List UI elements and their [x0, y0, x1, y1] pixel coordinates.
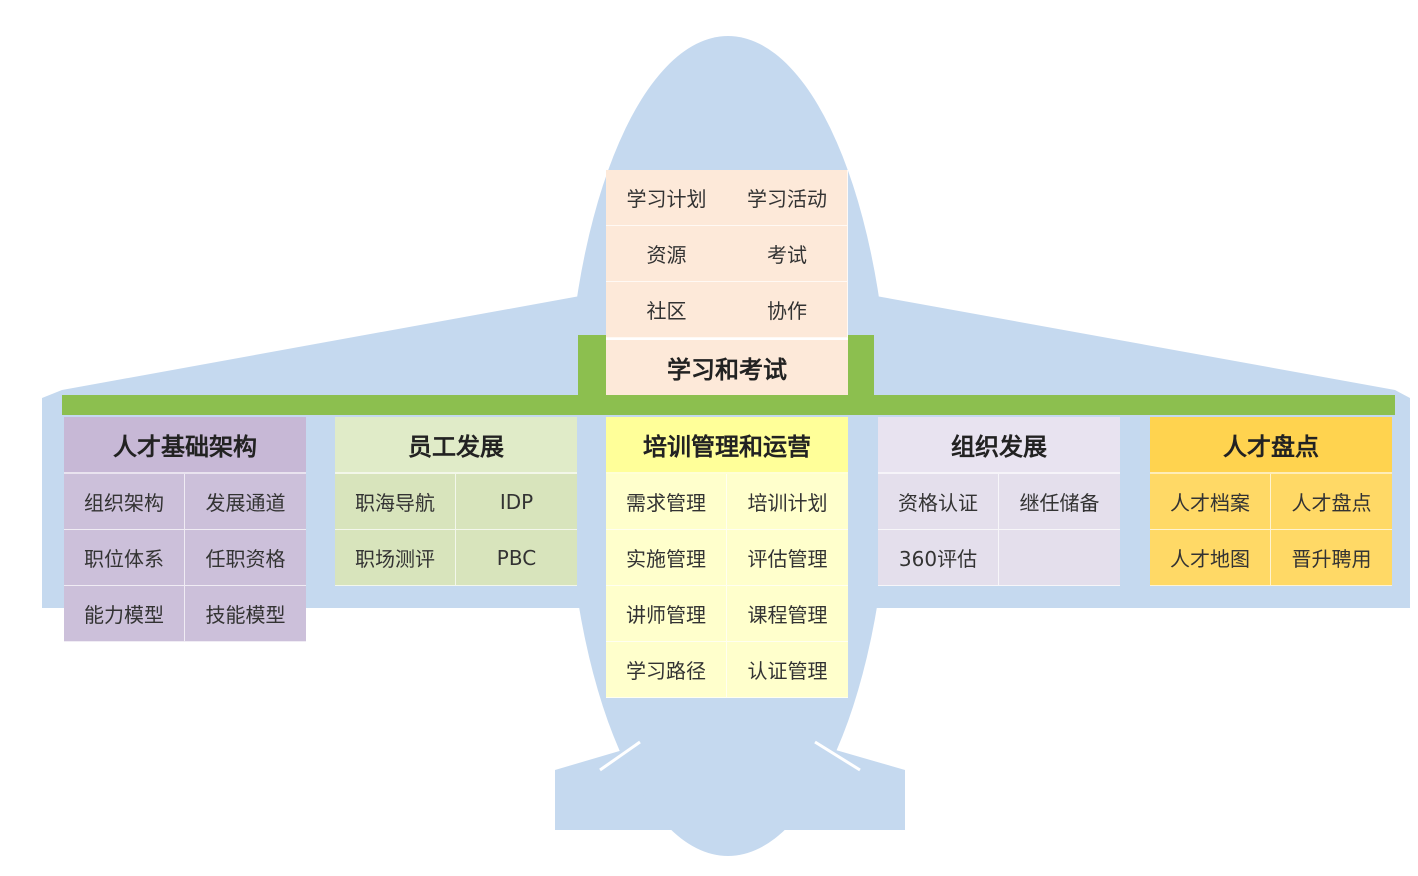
item-exam[interactable]: 考试	[727, 226, 848, 282]
list-item[interactable]: 学习路径	[606, 642, 727, 698]
list-item[interactable]: 任职资格	[185, 530, 306, 586]
item-learning-plan[interactable]: 学习计划	[606, 170, 727, 226]
list-item[interactable]: 实施管理	[606, 530, 727, 586]
panel-talent-review: 人才盘点 人才档案 人才盘点 人才地图 晋升聘用	[1150, 417, 1392, 586]
list-item[interactable]: 晋升聘用	[1271, 530, 1392, 586]
list-item[interactable]: 技能模型	[185, 586, 306, 642]
list-item[interactable]: 组织架构	[64, 474, 185, 530]
panel-talent-foundation: 人才基础架构 组织架构 发展通道 职位体系 任职资格 能力模型 技能模型	[64, 417, 306, 642]
list-item[interactable]: 评估管理	[727, 530, 848, 586]
item-learning-activity[interactable]: 学习活动	[727, 170, 848, 226]
item-community[interactable]: 社区	[606, 282, 727, 338]
list-item[interactable]: 继任储备	[999, 474, 1120, 530]
panel-title: 人才基础架构	[64, 417, 306, 474]
list-item[interactable]: 资格认证	[878, 474, 999, 530]
list-item[interactable]: 能力模型	[64, 586, 185, 642]
panel-title: 员工发展	[335, 417, 577, 474]
panel-title: 培训管理和运营	[606, 417, 848, 474]
list-item[interactable]: 讲师管理	[606, 586, 727, 642]
list-item[interactable]: 认证管理	[727, 642, 848, 698]
item-resources[interactable]: 资源	[606, 226, 727, 282]
empty-cell	[999, 530, 1120, 586]
panel-learning-exam: 学习计划 学习活动 资源 考试 社区 协作 学习和考试	[606, 170, 848, 395]
list-item[interactable]: 人才地图	[1150, 530, 1271, 586]
list-item[interactable]: 培训计划	[727, 474, 848, 530]
panel-title: 人才盘点	[1150, 417, 1392, 474]
list-item[interactable]: 发展通道	[185, 474, 306, 530]
list-item[interactable]: 人才档案	[1150, 474, 1271, 530]
list-item[interactable]: PBC	[456, 530, 577, 586]
list-item[interactable]: 360评估	[878, 530, 999, 586]
list-item[interactable]: 职场测评	[335, 530, 456, 586]
panel-employee-development: 员工发展 职海导航 IDP 职场测评 PBC	[335, 417, 577, 586]
panel-title: 学习和考试	[606, 338, 848, 395]
item-collaboration[interactable]: 协作	[727, 282, 848, 338]
list-item[interactable]: 职海导航	[335, 474, 456, 530]
panel-title: 组织发展	[878, 417, 1120, 474]
list-item[interactable]: IDP	[456, 474, 577, 530]
list-item[interactable]: 课程管理	[727, 586, 848, 642]
list-item[interactable]: 人才盘点	[1271, 474, 1392, 530]
list-item[interactable]: 需求管理	[606, 474, 727, 530]
list-item[interactable]: 职位体系	[64, 530, 185, 586]
panel-training-management: 培训管理和运营 需求管理 培训计划 实施管理 评估管理 讲师管理 课程管理 学习…	[606, 417, 848, 698]
panel-org-development: 组织发展 资格认证 继任储备 360评估	[878, 417, 1120, 586]
